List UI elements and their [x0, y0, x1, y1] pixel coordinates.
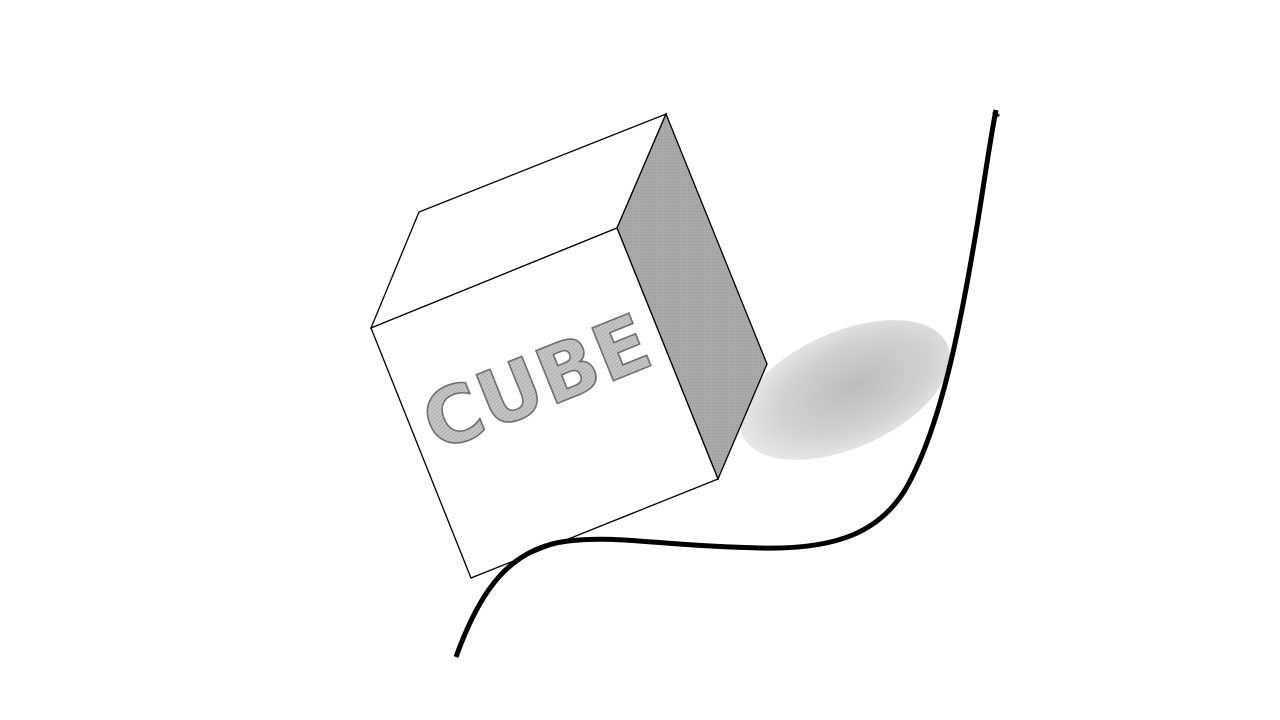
cube-front-face — [370, 227, 719, 579]
curve-tip — [992, 110, 1000, 118]
curve-line — [453, 109, 999, 658]
cube-shadow — [739, 320, 951, 460]
